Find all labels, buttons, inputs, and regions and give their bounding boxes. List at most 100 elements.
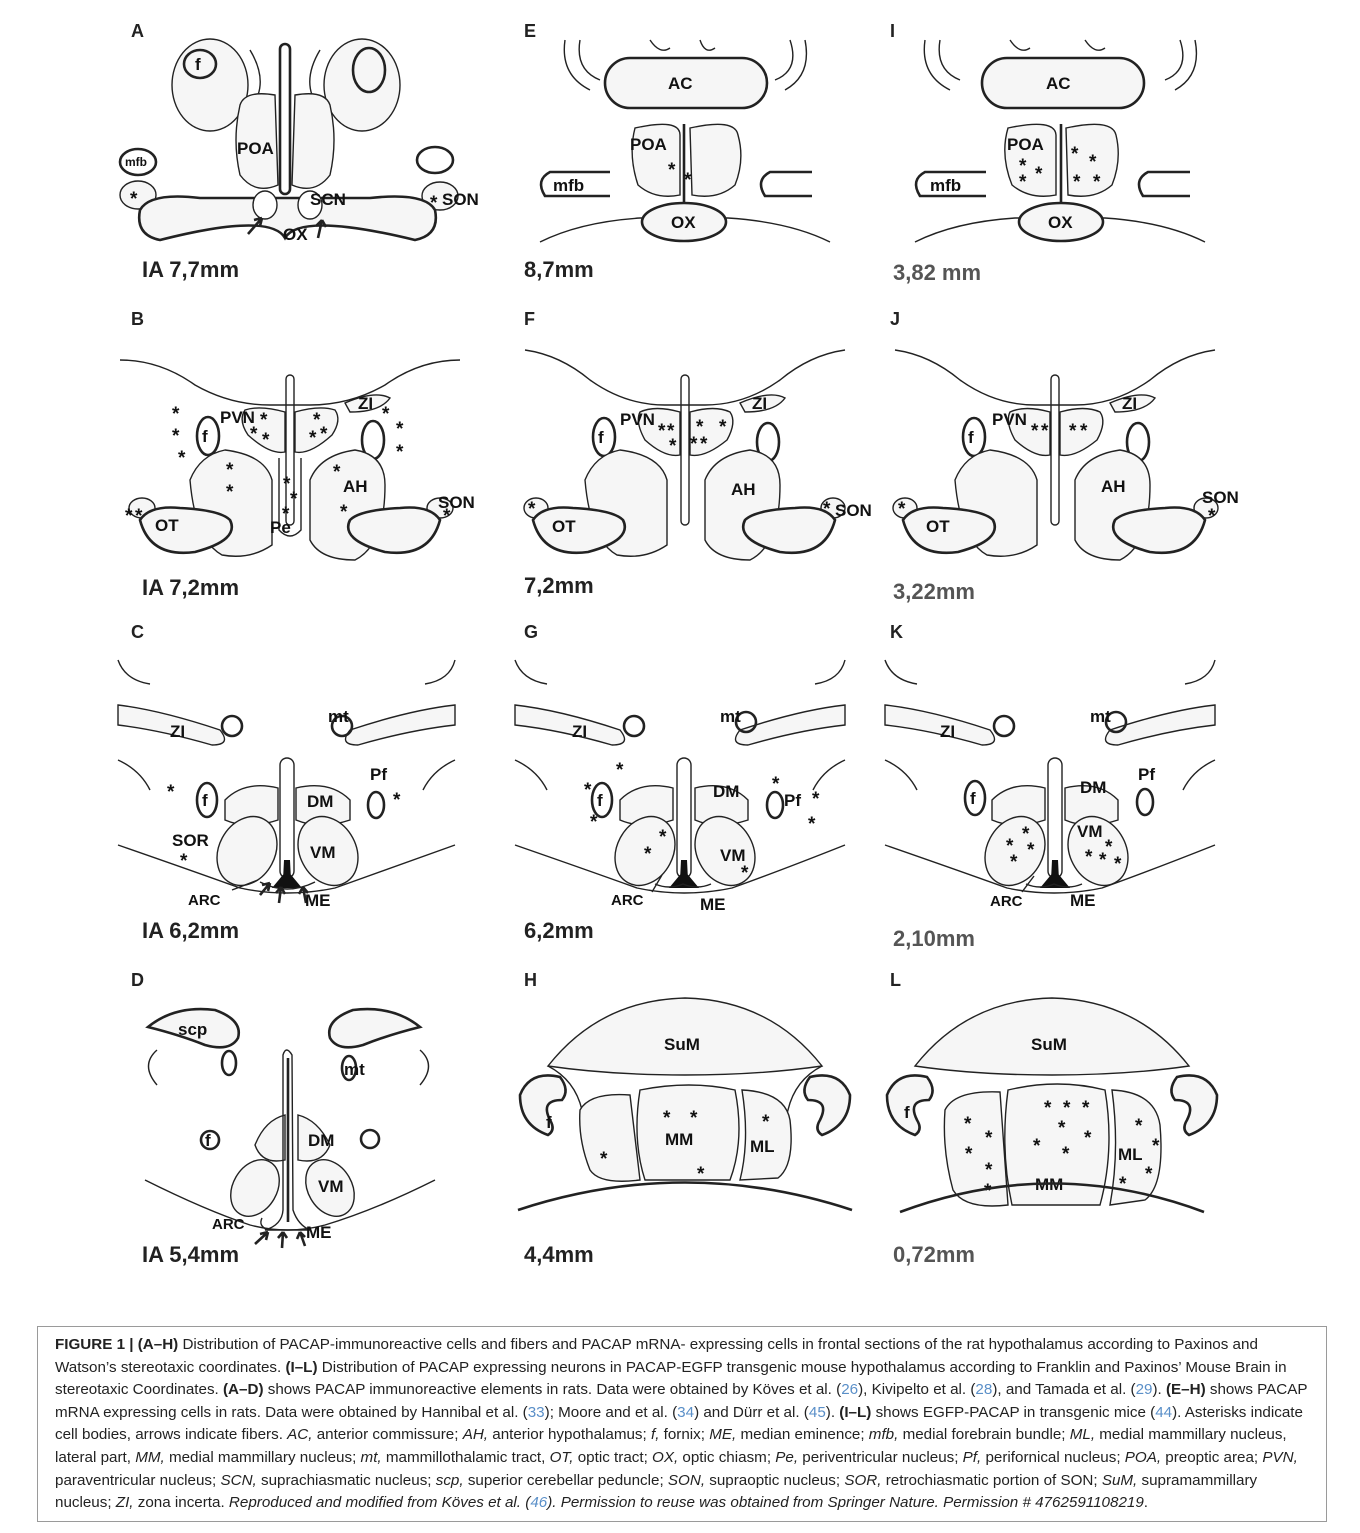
cell-body-marker: * — [1058, 1118, 1066, 1139]
cell-body-marker: * — [741, 863, 749, 884]
mfb-outline-right — [417, 147, 453, 173]
label-dm: DM — [713, 782, 739, 801]
caption-text: mammillothalamic tract, — [382, 1449, 550, 1466]
reference-link[interactable]: 46 — [530, 1494, 547, 1511]
label-mfb: mfb — [125, 155, 147, 169]
dorsal-outline — [895, 350, 1215, 405]
outline-curves — [515, 760, 845, 790]
label-pf: Pf — [784, 791, 801, 810]
region-zi-right — [736, 705, 846, 745]
label-me: ME — [1070, 891, 1096, 910]
cell-body-marker: * — [443, 506, 451, 527]
reference-link[interactable]: 45 — [809, 1404, 826, 1421]
region-poa-right — [292, 94, 334, 189]
label-f: f — [546, 1113, 552, 1132]
ventricle-walls — [250, 50, 320, 95]
panel-letter-k: K — [890, 622, 903, 642]
cell-body-marker: * — [1208, 506, 1216, 527]
caption-text: median eminence; — [736, 1426, 869, 1443]
label-f: f — [202, 427, 208, 446]
panel-letter-d: D — [131, 970, 144, 990]
panel-letter-j: J — [890, 309, 900, 329]
label-f: f — [195, 55, 201, 74]
cell-body-marker: * — [965, 1144, 973, 1165]
mt-outline-left — [222, 716, 242, 736]
cell-body-marker: * — [290, 489, 298, 510]
reference-link[interactable]: 44 — [1155, 1404, 1172, 1421]
abbreviation: OT, — [550, 1449, 574, 1466]
label-sor: SOR — [172, 831, 209, 850]
label-ot: OT — [155, 516, 179, 535]
panel-i: I AC POA * * * * * * * mfb OX 3,82 mm — [890, 21, 1205, 285]
caption-text: anterior hypothalamus; — [488, 1426, 651, 1443]
panel-coordinate-d: IA 5,4mm — [142, 1242, 239, 1267]
fiber-arrow — [260, 883, 270, 895]
caption-text: medial mammillary nucleus; — [165, 1449, 361, 1466]
panel-e: E AC POA * * mfb OX 8,7mm — [524, 21, 830, 282]
cell-body-marker: * — [167, 782, 175, 803]
cell-body-marker: * — [172, 426, 180, 447]
label-ml: ML — [750, 1137, 775, 1156]
cell-body-marker: * — [1135, 1116, 1143, 1137]
cell-body-marker: * — [125, 506, 133, 527]
label-sum: SuM — [1031, 1035, 1067, 1054]
panel-coordinate-f: 7,2mm — [524, 573, 594, 598]
label-f: f — [904, 1103, 910, 1122]
cell-body-marker: * — [669, 436, 677, 457]
ventral-surface — [145, 1180, 435, 1230]
label-ox: OX — [671, 213, 696, 232]
caption-panel-range: (A–H) — [138, 1336, 179, 1353]
reference-link[interactable]: 34 — [677, 1404, 694, 1421]
label-poa: POA — [630, 135, 667, 154]
label-f: f — [205, 1131, 211, 1150]
cell-body-marker: * — [1033, 1136, 1041, 1157]
cell-body-marker: * — [1073, 172, 1081, 193]
reference-link[interactable]: 28 — [975, 1381, 992, 1398]
panel-k: K ZI mt f Pf DM VM * * * * * * * * — [885, 622, 1215, 951]
label-poa: POA — [1007, 135, 1044, 154]
abbreviation: ME, — [709, 1426, 736, 1443]
cell-body-marker: * — [1145, 1164, 1153, 1185]
label-ac: AC — [668, 74, 693, 93]
region-ml-right — [740, 1090, 791, 1180]
caption-text: supraoptic nucleus; — [705, 1472, 844, 1489]
caption-text: medial forebrain bundle; — [898, 1426, 1069, 1443]
abbreviation: Pe, — [775, 1449, 798, 1466]
dorsal-outline — [120, 360, 460, 405]
panel-g: G ZI mt f Pf * * * * * * DM VM * * * ARC… — [515, 622, 845, 943]
cell-body-marker: * — [984, 1181, 992, 1202]
cell-body-marker: * — [1084, 1128, 1092, 1149]
label-ml: ML — [1118, 1145, 1143, 1164]
cell-body-marker: * — [808, 814, 816, 835]
reference-link[interactable]: 33 — [528, 1404, 545, 1421]
panel-l: L SuM f MM ML * * * * * * * * * * * * * … — [887, 970, 1217, 1267]
fiber-arrow — [255, 1232, 268, 1244]
panel-coordinate-i: 3,82 mm — [893, 260, 981, 285]
cell-body-marker: * — [823, 499, 831, 520]
cell-body-marker: * — [226, 482, 234, 503]
pf-outline — [368, 792, 384, 818]
label-dm: DM — [1080, 778, 1106, 797]
reference-link[interactable]: 29 — [1136, 1381, 1153, 1398]
label-me: ME — [306, 1223, 332, 1242]
panel-c: C ZI mt f Pf * * DM VM SOR * ARC ME IA 6… — [118, 622, 455, 943]
caption-text: paraventricular nucleus; — [55, 1472, 220, 1489]
cell-body-marker: * — [320, 424, 328, 445]
caption-text: anterior commissure; — [312, 1426, 462, 1443]
fornix-outline-right — [804, 1075, 850, 1135]
region-ml-left — [944, 1092, 1008, 1206]
cell-body-marker: * — [985, 1128, 993, 1149]
figure-panels: A f POA mfb * SCN * SON OX IA 7,7mm E AC — [0, 0, 1360, 1320]
label-ox: OX — [1048, 213, 1073, 232]
reference-link[interactable]: 26 — [841, 1381, 858, 1398]
cell-body-marker: * — [1019, 172, 1027, 193]
region-dm-left — [255, 1115, 285, 1161]
abbreviation: SOR, — [844, 1472, 881, 1489]
label-ah: AH — [731, 480, 756, 499]
panel-coordinate-k: 2,10mm — [893, 926, 975, 951]
fornix-outline — [963, 418, 985, 456]
cell-body-marker: * — [584, 780, 592, 801]
label-ah: AH — [343, 477, 368, 496]
abbreviation: SuM, — [1102, 1472, 1137, 1489]
panel-a: A f POA mfb * SCN * SON OX IA 7,7mm — [120, 21, 479, 282]
